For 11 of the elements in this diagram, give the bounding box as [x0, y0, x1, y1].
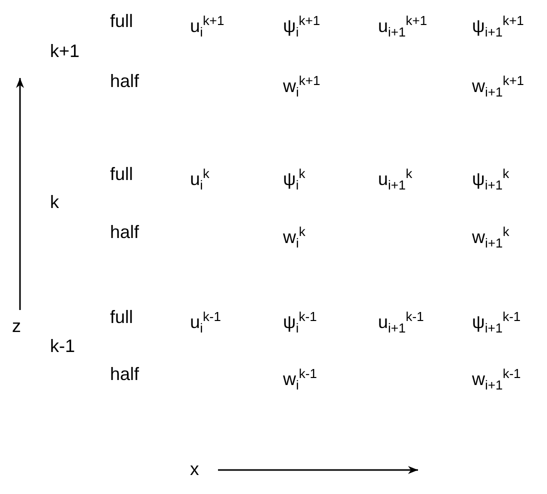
row-label: full	[110, 306, 134, 328]
row-label: full	[110, 10, 134, 32]
row-label: full	[110, 163, 134, 185]
row-label: half	[110, 70, 140, 92]
level-label: k-1	[50, 335, 76, 357]
level-label: k+1	[50, 40, 80, 62]
row-label: half	[110, 363, 140, 385]
axis-label: z	[12, 315, 21, 337]
level-label: k	[50, 191, 59, 213]
axis-label: x	[190, 458, 199, 480]
row-label: half	[110, 221, 140, 243]
